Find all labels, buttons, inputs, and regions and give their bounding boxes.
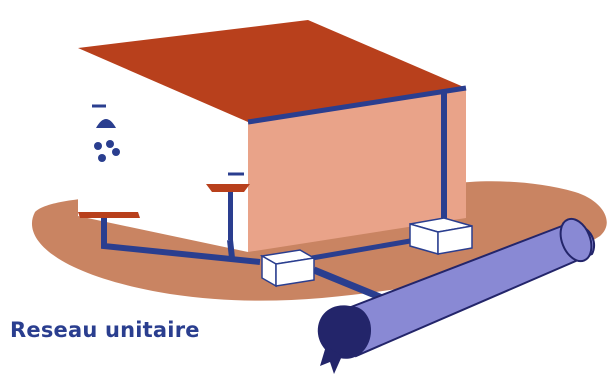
shower-rose bbox=[96, 119, 116, 128]
waste-pipe-shower bbox=[101, 218, 261, 265]
house-front-wall bbox=[78, 50, 248, 252]
connecting-pipe bbox=[311, 237, 417, 261]
sewer-opening bbox=[317, 305, 372, 359]
box-side bbox=[437, 225, 473, 255]
diagram-caption: Reseau unitaire bbox=[10, 318, 200, 342]
shower-tray bbox=[78, 212, 140, 218]
water-drop bbox=[94, 142, 102, 150]
water-drop bbox=[112, 148, 120, 156]
waste-pipe-basin bbox=[227, 239, 235, 259]
box-side bbox=[275, 257, 315, 287]
main-sewer-pipe bbox=[317, 217, 595, 374]
basin-drain bbox=[228, 192, 233, 240]
sewer-outflow bbox=[320, 346, 342, 374]
wash-basin-icon bbox=[206, 172, 250, 240]
water-drops-icon bbox=[94, 140, 120, 162]
inspection-box-house bbox=[259, 249, 317, 288]
basin-bowl bbox=[206, 184, 250, 192]
roof-gutter bbox=[247, 85, 467, 125]
inspection-box-downpipe bbox=[409, 217, 473, 255]
water-drop bbox=[106, 140, 114, 148]
shower-head-icon bbox=[92, 104, 116, 128]
sewer-far-end bbox=[559, 217, 593, 263]
water-drop bbox=[98, 154, 106, 162]
house-side-wall bbox=[248, 88, 466, 252]
house-roof bbox=[78, 20, 466, 122]
